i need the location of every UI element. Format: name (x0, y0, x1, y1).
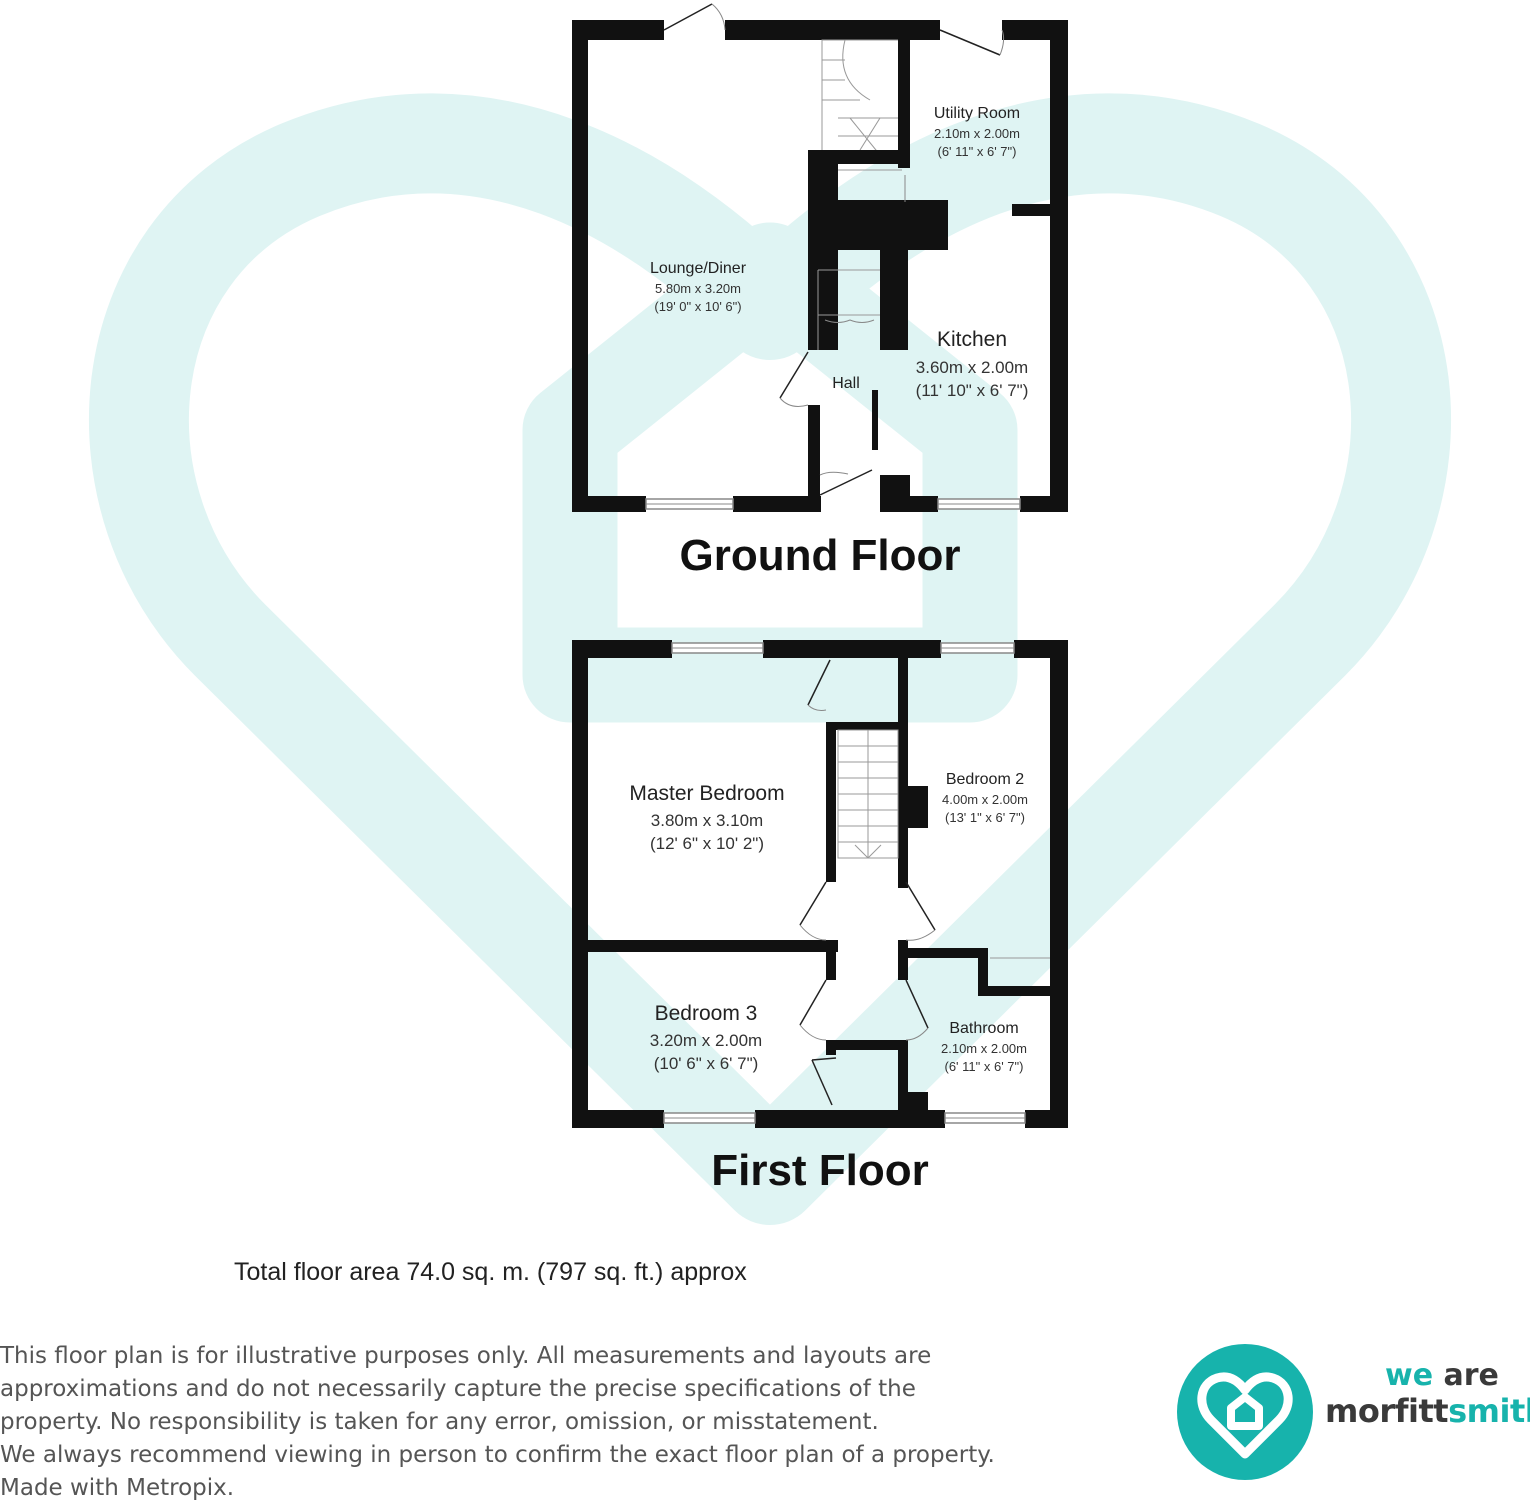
master-bedroom-name: Master Bedroom (629, 782, 784, 805)
brand-logo: we are morfittsmith (1175, 1342, 1530, 1492)
bedroom-2-metric: 4.00m x 2.00m (942, 792, 1028, 807)
kitchen-imperial: (11' 10" x 6' 7") (916, 381, 1029, 400)
bedroom-3-imperial: (10' 6" x 6' 7") (654, 1054, 759, 1073)
bedroom-3-metric: 3.20m x 2.00m (650, 1031, 762, 1050)
bathroom-name: Bathroom (949, 1020, 1018, 1037)
ground-floor-plan (572, 3, 1068, 512)
lounge-metric: 5.80m x 3.20m (655, 281, 741, 296)
logo-we-word: we (1385, 1358, 1434, 1393)
disclaimer-line: We always recommend viewing in person to… (0, 1442, 995, 1468)
watermark-heart-icon (88, 93, 1452, 1225)
utility-name: Utility Room (934, 105, 1020, 122)
lounge-imperial: (19' 0" x 10' 6") (654, 299, 741, 314)
disclaimer-line: Made with Metropix. (0, 1475, 235, 1501)
bathroom-metric: 2.10m x 2.00m (941, 1041, 1027, 1056)
lounge-name: Lounge/Diner (650, 260, 747, 277)
bedroom-2-name: Bedroom 2 (946, 771, 1024, 788)
disclaimer: This floor plan is for illustrative purp… (0, 1340, 1060, 1505)
master-bedroom-metric: 3.80m x 3.10m (651, 811, 763, 830)
disclaimer-line: approximations and do not necessarily ca… (0, 1376, 916, 1402)
first-floor-plan (572, 640, 1068, 1128)
logo-morfitt-word: morfitt (1325, 1392, 1449, 1430)
logo-smith-word: smith (1448, 1392, 1530, 1430)
hall-name: Hall (832, 375, 860, 392)
disclaimer-line: property. No responsibility is taken for… (0, 1409, 879, 1435)
disclaimer-line: This floor plan is for illustrative purp… (0, 1343, 932, 1369)
logo-wordmark: morfittsmith (1325, 1392, 1530, 1430)
total-floor-area: Total floor area 74.0 sq. m. (797 sq. ft… (234, 1258, 747, 1286)
utility-imperial: (6' 11" x 6' 7") (938, 144, 1017, 159)
kitchen-name: Kitchen (937, 328, 1007, 351)
heart-house-logo-icon (1177, 1344, 1313, 1480)
master-bedroom-imperial: (12' 6" x 10' 2") (650, 834, 764, 853)
first-floor-title: First Floor (711, 1146, 929, 1195)
logo-tagline: we are (1385, 1358, 1499, 1393)
utility-metric: 2.10m x 2.00m (934, 126, 1020, 141)
kitchen-metric: 3.60m x 2.00m (916, 358, 1028, 377)
bedroom-3-name: Bedroom 3 (655, 1002, 758, 1025)
bedroom-2-imperial: (13' 1" x 6' 7") (945, 810, 1025, 825)
ground-floor-title: Ground Floor (679, 531, 960, 580)
logo-are-word: are (1443, 1358, 1499, 1393)
bathroom-imperial: (6' 11" x 6' 7") (945, 1059, 1024, 1074)
